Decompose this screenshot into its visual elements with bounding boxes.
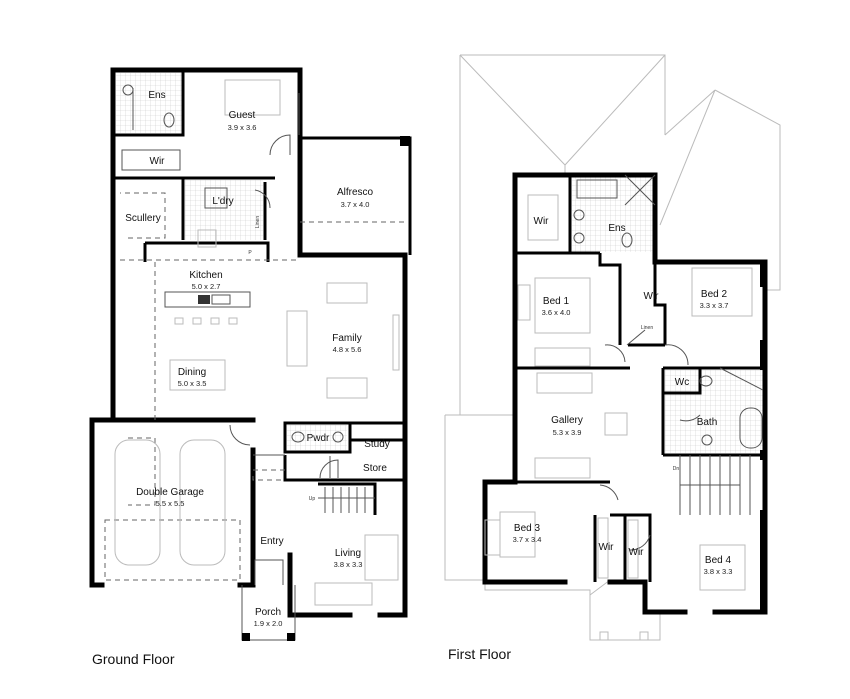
room-label: Dining — [178, 367, 206, 378]
room-dimension: 3.7 x 3.4 — [513, 535, 542, 544]
room-label: Bed 1 — [543, 296, 570, 307]
room-label: Wir — [629, 547, 645, 558]
room-label: Bed 4 — [705, 555, 732, 566]
room-dimension: 1.9 x 2.0 — [254, 619, 283, 628]
linen-label: Linen — [255, 216, 261, 228]
room-label: Alfresco — [337, 187, 374, 198]
room-label: Guest — [229, 110, 256, 121]
room-label: Wir — [599, 542, 615, 553]
room-label: Entry — [260, 536, 283, 547]
room-label: Bed 3 — [514, 523, 541, 534]
room-dimension: 3.8 x 3.3 — [334, 560, 363, 569]
room-dimension: 3.9 x 3.6 — [228, 123, 257, 132]
room-label: Ens — [608, 223, 625, 234]
room-label: Wc — [675, 377, 689, 388]
first-floor-plan: Wir Ens Bed 1 3.6 x 4.0 Wir Bed 2 3.3 x … — [444, 54, 781, 662]
room-label: L'dry — [212, 196, 233, 207]
room-label: Kitchen — [189, 270, 222, 281]
pantry-label: P — [248, 250, 252, 256]
room-label: Gallery — [551, 415, 583, 426]
room-label: Scullery — [125, 213, 161, 224]
room-dimension: 3.6 x 4.0 — [542, 308, 571, 317]
room-label: Wir — [150, 156, 166, 167]
room-label: Wir — [644, 291, 660, 302]
ground-floor-title: Ground Floor — [92, 651, 175, 667]
ground-floor-plan: Ens Guest 3.9 x 3.6 Wir Alfresco 3.7 x 4… — [89, 67, 412, 667]
room-label: Family — [332, 333, 361, 344]
first-floor-title: First Floor — [448, 646, 511, 662]
room-dimension: 3.8 x 3.3 — [704, 567, 733, 576]
first-floor-room-labels: Wir Ens Bed 1 3.6 x 4.0 Wir Bed 2 3.3 x … — [513, 216, 733, 576]
room-label: Bath — [697, 417, 718, 428]
room-label: Pwdr — [307, 433, 330, 444]
room-dimension: 3.3 x 3.7 — [700, 301, 729, 310]
room-dimension: 5.3 x 3.9 — [553, 428, 582, 437]
room-label: Bed 2 — [701, 289, 728, 300]
room-label: Porch — [255, 607, 281, 618]
room-dimension: 5.0 x 3.5 — [178, 379, 207, 388]
ground-floor-room-labels: Ens Guest 3.9 x 3.6 Wir Alfresco 3.7 x 4… — [125, 90, 390, 628]
room-label: Double Garage — [136, 487, 204, 498]
room-dimension: 4.8 x 5.6 — [333, 345, 362, 354]
room-label: Store — [363, 463, 387, 474]
room-label: Wir — [534, 216, 550, 227]
room-label: Study — [364, 439, 390, 450]
room-dimension: 5.0 x 2.7 — [192, 282, 221, 291]
linen-label: Linen — [641, 325, 653, 331]
room-dimension: 5.5 x 5.5 — [156, 499, 185, 508]
stairs-down-label: Dn — [673, 466, 680, 472]
room-dimension: 3.7 x 4.0 — [341, 200, 370, 209]
stairs-up-label: Up — [309, 496, 316, 502]
room-label: Ens — [148, 90, 165, 101]
room-label: Living — [335, 548, 361, 559]
